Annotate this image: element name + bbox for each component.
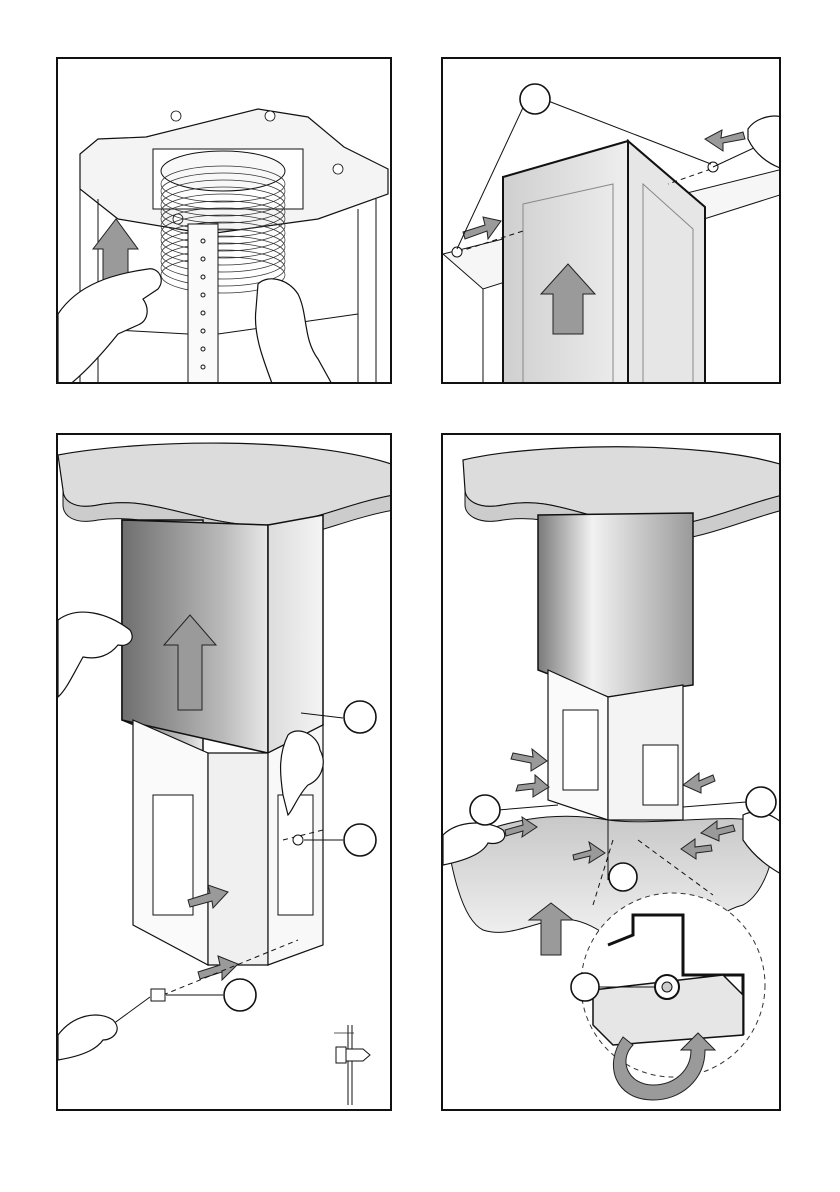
panel-3-lower-cover bbox=[56, 433, 392, 1111]
bottom-screw bbox=[151, 989, 165, 1001]
hand-icon bbox=[58, 1015, 117, 1060]
upright-hole bbox=[201, 347, 205, 351]
panel-4-illustration bbox=[443, 435, 781, 1111]
hand-icon bbox=[748, 116, 781, 169]
panel-2-cover-screws bbox=[441, 57, 781, 384]
hand-icon bbox=[58, 612, 132, 697]
lower-chimney-cover-side bbox=[268, 515, 323, 753]
panel-3-illustration bbox=[58, 435, 392, 1111]
callout-bottom-screw bbox=[224, 979, 256, 1011]
callout-leader-left bbox=[498, 805, 558, 810]
callout-tab bbox=[344, 701, 376, 733]
upright-hole bbox=[201, 257, 205, 261]
panel-2-illustration bbox=[443, 59, 781, 384]
push-arrow-left bbox=[463, 217, 501, 239]
upright-hole bbox=[201, 275, 205, 279]
screw-path-right bbox=[668, 169, 711, 184]
panel-4-hood-fixing bbox=[441, 433, 781, 1111]
keyhole-front bbox=[173, 214, 183, 224]
duct-ring bbox=[161, 243, 285, 279]
callout-side-screw bbox=[344, 824, 376, 856]
frame-upright-front bbox=[188, 224, 218, 384]
callout-screw-pair bbox=[520, 84, 550, 114]
push-arrow-right bbox=[705, 130, 745, 151]
electrical-box bbox=[643, 745, 678, 805]
callout-front bbox=[609, 863, 637, 891]
side-screw bbox=[293, 835, 303, 845]
duct-ring bbox=[161, 236, 285, 272]
upright-hole bbox=[201, 293, 205, 297]
keyhole-right bbox=[265, 111, 275, 121]
upright-hole bbox=[201, 365, 205, 369]
upper-chimney-cover bbox=[538, 513, 693, 697]
duct-ring bbox=[161, 229, 285, 265]
upright-hole bbox=[201, 239, 205, 243]
panel-1-illustration bbox=[58, 59, 392, 384]
hand-icon bbox=[255, 279, 333, 384]
upper-chimney-cover bbox=[503, 141, 705, 384]
callout-leader-right bbox=[683, 802, 746, 807]
upright-hole bbox=[201, 329, 205, 333]
keyhole-left bbox=[171, 111, 181, 121]
panel-1-duct-frame bbox=[56, 57, 392, 384]
callout-right bbox=[746, 787, 776, 817]
screw-depth-detail bbox=[334, 1025, 370, 1105]
upright-hole bbox=[201, 311, 205, 315]
keyhole-side bbox=[333, 164, 343, 174]
hand-icon bbox=[58, 269, 161, 384]
callout-left bbox=[470, 795, 500, 825]
callout-detail bbox=[571, 973, 599, 1001]
